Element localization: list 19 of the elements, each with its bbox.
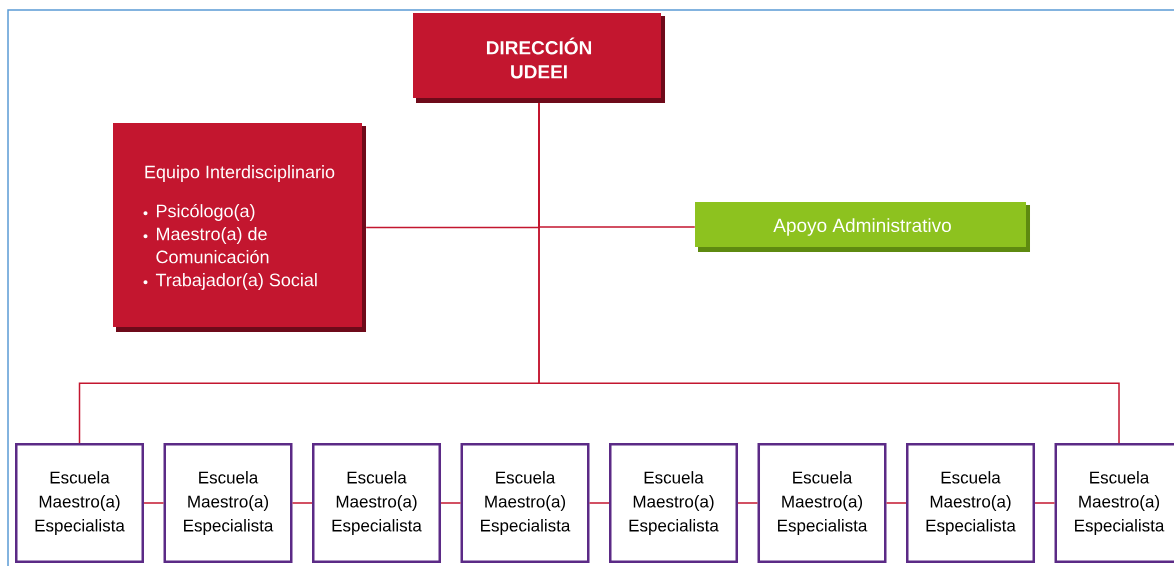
connector-line (588, 502, 610, 504)
school-box: Escuela Maestro(a) Especialista (609, 443, 738, 563)
connector-line (1034, 502, 1056, 504)
school-box: Escuela Maestro(a) Especialista (460, 443, 590, 563)
title-box: DIRECCIÓN UDEEI (413, 13, 665, 103)
school-box: Escuela Maestro(a) Especialista (15, 443, 144, 563)
connector-line (143, 502, 165, 504)
connector-line (291, 502, 313, 504)
school-box: Escuela Maestro(a) Especialista (757, 443, 887, 563)
connector-line (538, 102, 1120, 444)
team-box: Equipo Interdisciplinario Psicólogo(a) Maestro(a) de Comunicación Trabajador(a) Social (113, 123, 366, 332)
school-box: Escuela Maestro(a) Especialista (312, 443, 441, 563)
school-box: Escuela Maestro(a) Especialista (163, 443, 293, 563)
connector-line (737, 502, 759, 504)
connector-line (885, 502, 907, 504)
support-box: Apoyo Administrativo (695, 202, 1030, 252)
school-box: Escuela Maestro(a) Especialista (906, 443, 1035, 563)
connector-line (440, 502, 462, 504)
school-box: Escuela Maestro(a) Especialista (1054, 443, 1174, 563)
